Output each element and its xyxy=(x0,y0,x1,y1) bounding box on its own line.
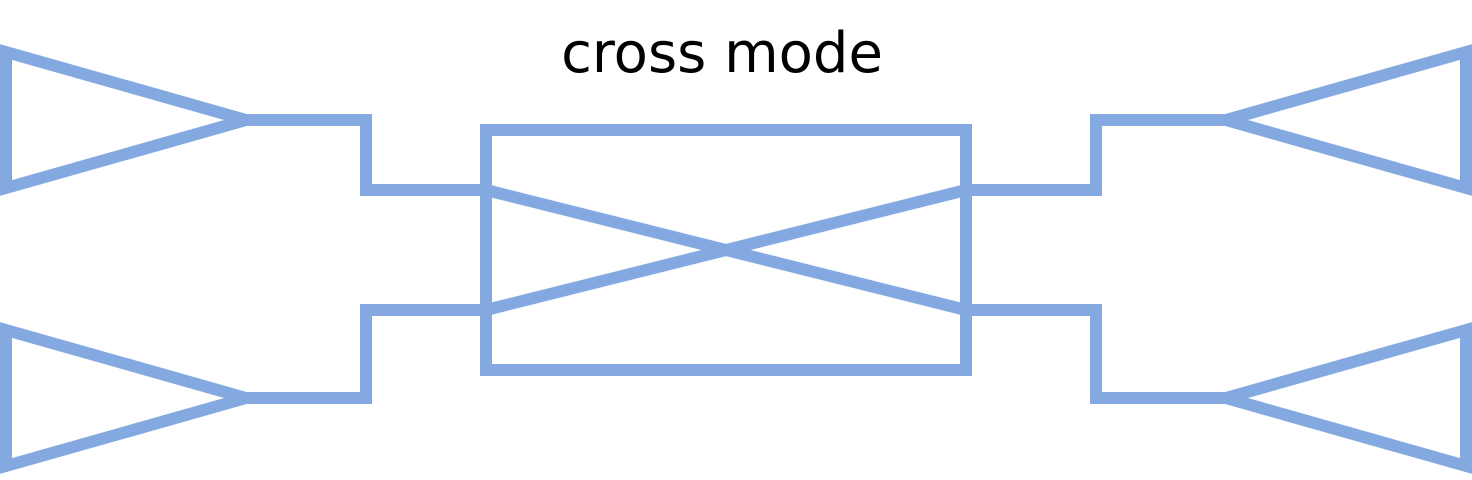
input-bottom-waveguide xyxy=(246,304,486,404)
diagram-title: cross mode xyxy=(561,21,883,86)
coupler-box xyxy=(480,124,972,376)
cross-path-bottom-to-top xyxy=(484,184,968,316)
input-top-triangle xyxy=(0,44,269,196)
output-top-waveguide xyxy=(966,114,1226,196)
input-top-waveguide xyxy=(246,114,486,196)
output-top-triangle xyxy=(1203,44,1472,196)
output-bottom-triangle xyxy=(1203,322,1472,474)
output-bottom-waveguide xyxy=(966,304,1226,404)
input-bottom-triangle xyxy=(0,322,269,474)
